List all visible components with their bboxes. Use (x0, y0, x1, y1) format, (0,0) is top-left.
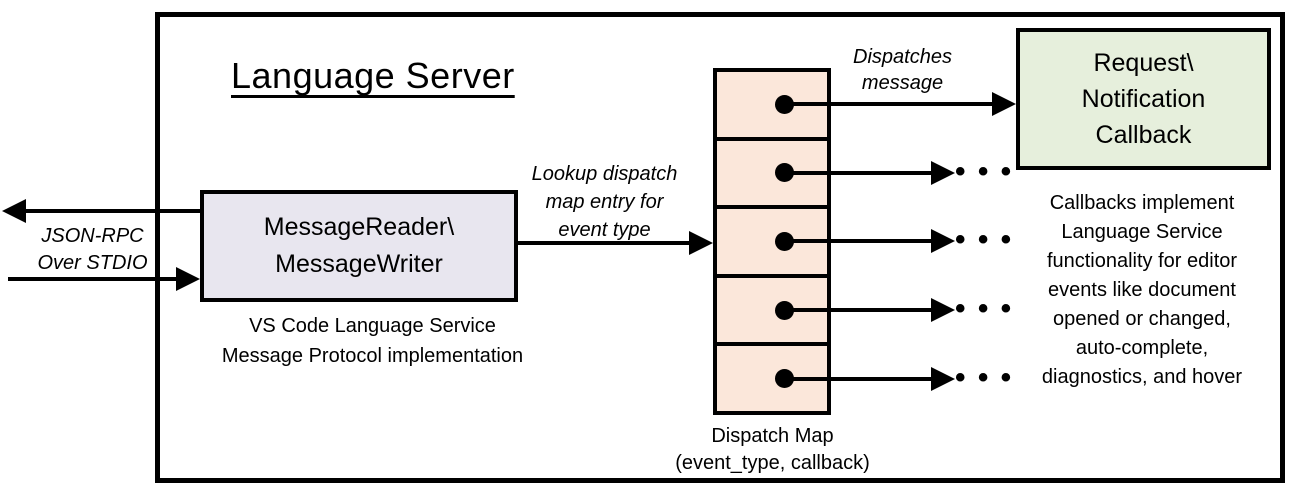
dispatch-map-cell: • • • (717, 209, 1011, 278)
dispatch-map-cell (717, 72, 1016, 141)
dispatch-arrowhead-icon (931, 298, 955, 323)
dispatch-arrowhead-icon (931, 229, 955, 254)
more-callbacks-ellipsis: • • • (955, 360, 1014, 394)
more-callbacks-ellipsis: • • • (955, 223, 1014, 257)
stdin-arrow-line (8, 277, 176, 281)
message-reader-writer-box: MessageReader\ MessageWriter (200, 190, 518, 302)
language-server-boundary-box (155, 12, 1285, 483)
dispatch-arrow-line (785, 239, 931, 244)
dispatch-map-caption: Dispatch Map (event_type, callback) (675, 425, 870, 474)
callback-pointer-dot (775, 94, 794, 114)
dispatch-arrow-line (785, 376, 931, 381)
dispatch-arrow-line (785, 170, 931, 175)
io-protocol-label: JSON-RPC Over STDIO (37, 225, 148, 274)
stdout-arrow-line (24, 209, 200, 213)
lookup-arrow-line (517, 241, 691, 245)
callbacks-note: Callbacks implement Language Service fun… (1041, 192, 1243, 388)
lookup-label: Lookup dispatch map entry for event type (531, 163, 678, 241)
reader-caption: VS Code Language Service Message Protoco… (221, 315, 524, 367)
callback-pointer-dot (775, 300, 794, 320)
lookup-arrowhead-icon (689, 231, 713, 255)
dispatch-arrowhead-icon (931, 160, 955, 185)
dispatches-message-label: Dispatches message (853, 46, 952, 94)
callback-pointer-dot (775, 369, 794, 389)
dispatch-arrow-line (785, 308, 931, 313)
callback-pointer-dot (775, 163, 794, 183)
more-callbacks-ellipsis: • • • (955, 291, 1014, 325)
dispatch-map-cell: • • • (717, 346, 1011, 411)
dispatch-map-cell: • • • (717, 140, 1011, 210)
callback-pointer-dot (775, 231, 794, 251)
stdout-arrowhead-icon (2, 199, 26, 223)
dispatch-arrow-line (785, 102, 992, 107)
dispatch-arrowhead-icon (992, 92, 1016, 117)
dispatch-map: • • • • • • • • • • • • (713, 68, 1016, 415)
more-callbacks-ellipsis: • • • (955, 154, 1014, 188)
dispatch-map-cell: • • • (717, 277, 1011, 347)
request-notification-callback-box: Request\ Notification Callback (1016, 28, 1271, 170)
dispatch-arrowhead-icon (931, 366, 955, 391)
diagram-title: Language Server (231, 55, 515, 96)
stdin-arrowhead-icon (176, 267, 200, 291)
